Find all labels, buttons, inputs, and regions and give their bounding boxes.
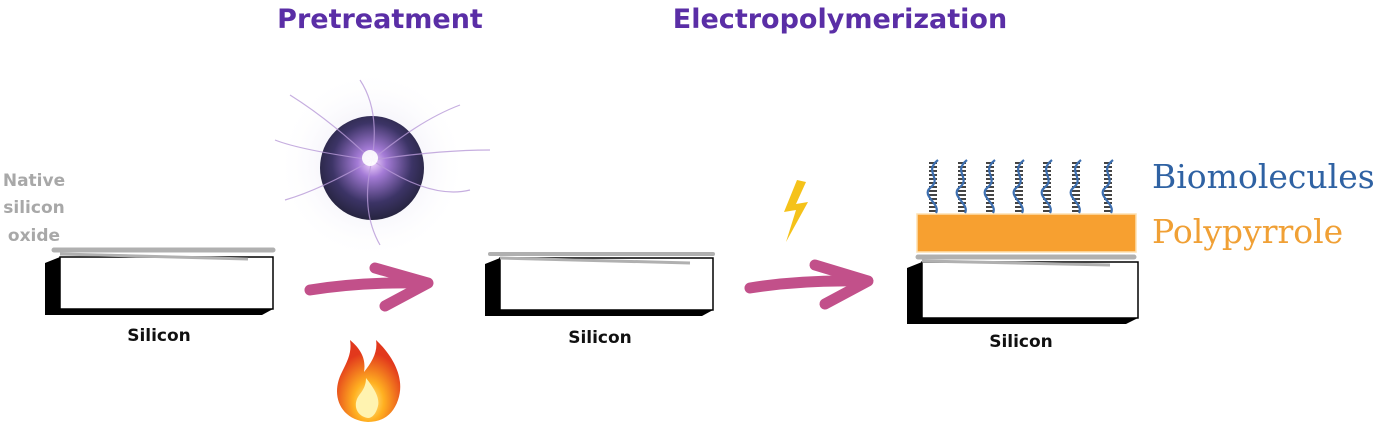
flame-icon bbox=[337, 340, 401, 422]
silicon-substrate-3 bbox=[907, 254, 1139, 324]
dna-helix-icon bbox=[1101, 159, 1114, 214]
polypyrrole-layer bbox=[916, 213, 1137, 253]
silicon-label-1: Silicon bbox=[127, 326, 191, 346]
dna-helix-icon bbox=[1069, 159, 1082, 214]
silicon-label-2: Silicon bbox=[568, 328, 632, 348]
title-electropolymerization: Electropolymerization bbox=[673, 4, 1007, 35]
title-pretreatment: Pretreatment bbox=[277, 4, 483, 35]
dna-helix-icon bbox=[983, 159, 996, 214]
dna-helix-icon bbox=[926, 159, 939, 214]
native-oxide-line: Native bbox=[3, 171, 65, 191]
lightning-bolt-icon bbox=[784, 180, 808, 242]
arrow-right-icon bbox=[304, 262, 434, 312]
native-oxide-label: Native silicon oxide bbox=[3, 171, 65, 246]
silicon-substrate-2 bbox=[485, 252, 715, 316]
silicon-substrate-1 bbox=[45, 247, 276, 315]
arrow-right-icon bbox=[744, 259, 874, 310]
legend-polypyrrole: Polypyrrole bbox=[1152, 212, 1343, 251]
native-oxide-line: oxide bbox=[8, 226, 60, 246]
dna-helix-icon bbox=[1012, 159, 1025, 214]
dna-helix-icon bbox=[955, 159, 968, 214]
legend-biomolecules: Biomolecules bbox=[1152, 157, 1375, 196]
native-oxide-line: silicon bbox=[3, 198, 64, 218]
silicon-label-3: Silicon bbox=[989, 332, 1053, 352]
dna-helix-icon bbox=[1040, 159, 1053, 214]
biomolecule-layer bbox=[926, 159, 1114, 214]
plasma-ball-icon bbox=[274, 70, 491, 260]
